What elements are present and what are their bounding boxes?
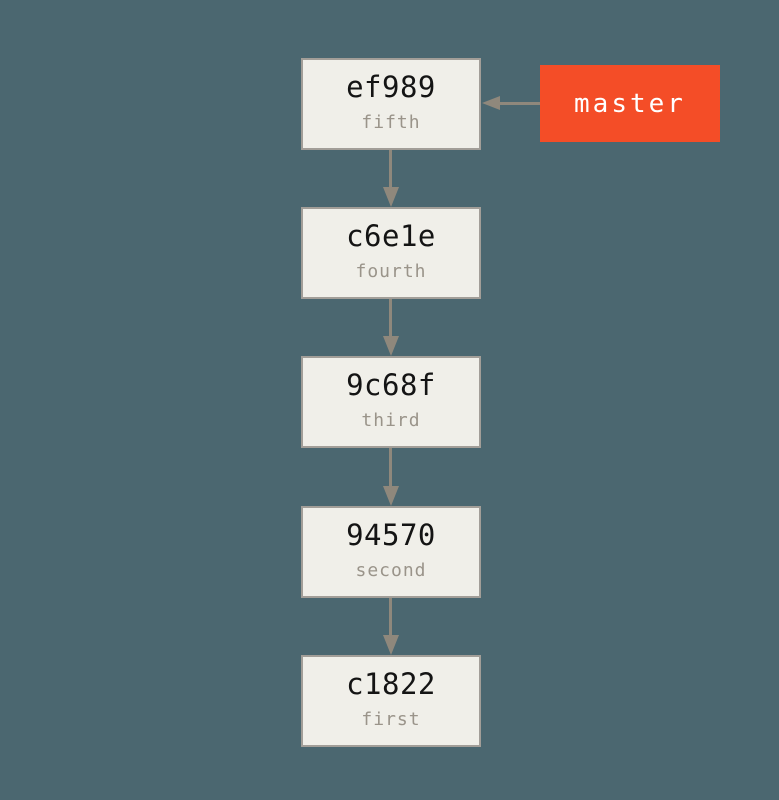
branch-arrow-line — [500, 102, 540, 105]
arrow-down-icon — [383, 486, 399, 506]
arrow-down-icon — [383, 187, 399, 207]
parent-arrow-line — [389, 598, 392, 636]
commit-hash: 94570 — [346, 518, 436, 552]
arrow-down-icon — [383, 635, 399, 655]
branch-name: master — [574, 88, 686, 119]
commit-node-first: c1822 first — [301, 655, 481, 747]
commit-hash: 9c68f — [346, 368, 436, 402]
parent-arrow-line — [389, 150, 392, 188]
commit-message: third — [361, 410, 421, 431]
commit-message: second — [355, 560, 427, 581]
parent-arrow-line — [389, 299, 392, 337]
commit-message: fifth — [361, 112, 421, 133]
commit-hash: ef989 — [346, 70, 436, 104]
arrow-down-icon — [383, 336, 399, 356]
arrow-left-icon — [482, 96, 500, 110]
commit-hash: c6e1e — [346, 219, 436, 253]
commit-node-fourth: c6e1e fourth — [301, 207, 481, 299]
commit-node-second: 94570 second — [301, 506, 481, 598]
commit-message: fourth — [355, 261, 427, 282]
branch-label-master: master — [540, 65, 720, 142]
parent-arrow-line — [389, 448, 392, 486]
commit-node-fifth: ef989 fifth — [301, 58, 481, 150]
commit-node-third: 9c68f third — [301, 356, 481, 448]
commit-hash: c1822 — [346, 667, 436, 701]
commit-message: first — [361, 709, 421, 730]
